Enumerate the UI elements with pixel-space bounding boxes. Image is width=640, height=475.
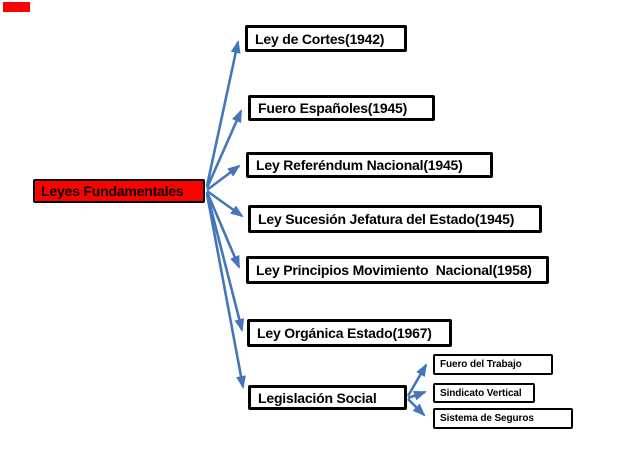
node-label: Ley Referéndum Nacional(1945)	[256, 157, 463, 173]
node-label: Ley Orgánica Estado(1967)	[257, 325, 432, 341]
arrow-to-fuero-del-trabajo	[406, 363, 428, 397]
arrow-to-sistema-de-seguros	[407, 398, 426, 417]
node-label: Ley Sucesión Jefatura del Estado(1945)	[258, 211, 515, 227]
arrow-to-ley-de-cortes	[205, 40, 241, 187]
node-label: Sistema de Seguros	[440, 413, 534, 424]
node-ley-principios-movimiento: Ley Principios Movimiento Nacional(1958)	[246, 256, 549, 284]
node-legislacion-social: Legislación Social	[248, 385, 407, 410]
arrow-to-ley-referendum	[206, 164, 241, 192]
arrow-to-legislacion-social	[205, 193, 246, 389]
node-label: Fuero Españoles(1945)	[258, 100, 408, 116]
corner-red-mark	[3, 2, 30, 12]
node-label: Ley Principios Movimiento Nacional(1958)	[256, 262, 532, 278]
node-fuero-del-trabajo: Fuero del Trabajo	[433, 354, 553, 375]
node-ley-organica-estado: Ley Orgánica Estado(1967)	[247, 319, 452, 347]
arrow-to-ley-sucesion	[206, 189, 244, 218]
node-label: Leyes Fundamentales	[41, 183, 184, 199]
node-sistema-de-seguros: Sistema de Seguros	[433, 408, 573, 429]
arrow-to-fuero-espanoles	[205, 109, 243, 189]
node-label: Legislación Social	[258, 389, 377, 406]
node-label: Ley de Cortes(1942)	[255, 30, 385, 47]
node-label: Sindicato Vertical	[440, 387, 522, 399]
arrow-to-sindicato-vertical	[407, 390, 427, 401]
node-ley-sucesion-jefatura: Ley Sucesión Jefatura del Estado(1945)	[248, 205, 542, 233]
arrow-to-ley-organica	[205, 192, 245, 332]
node-ley-de-cortes: Ley de Cortes(1942)	[245, 25, 407, 52]
node-ley-referendum-nacional: Ley Referéndum Nacional(1945)	[246, 152, 493, 178]
arrow-to-ley-principios	[205, 191, 241, 269]
node-label: Fuero del Trabajo	[440, 359, 522, 370]
node-fuero-espanoles: Fuero Españoles(1945)	[248, 95, 435, 121]
node-leyes-fundamentales: Leyes Fundamentales	[33, 179, 205, 203]
node-sindicato-vertical: Sindicato Vertical	[433, 383, 535, 403]
